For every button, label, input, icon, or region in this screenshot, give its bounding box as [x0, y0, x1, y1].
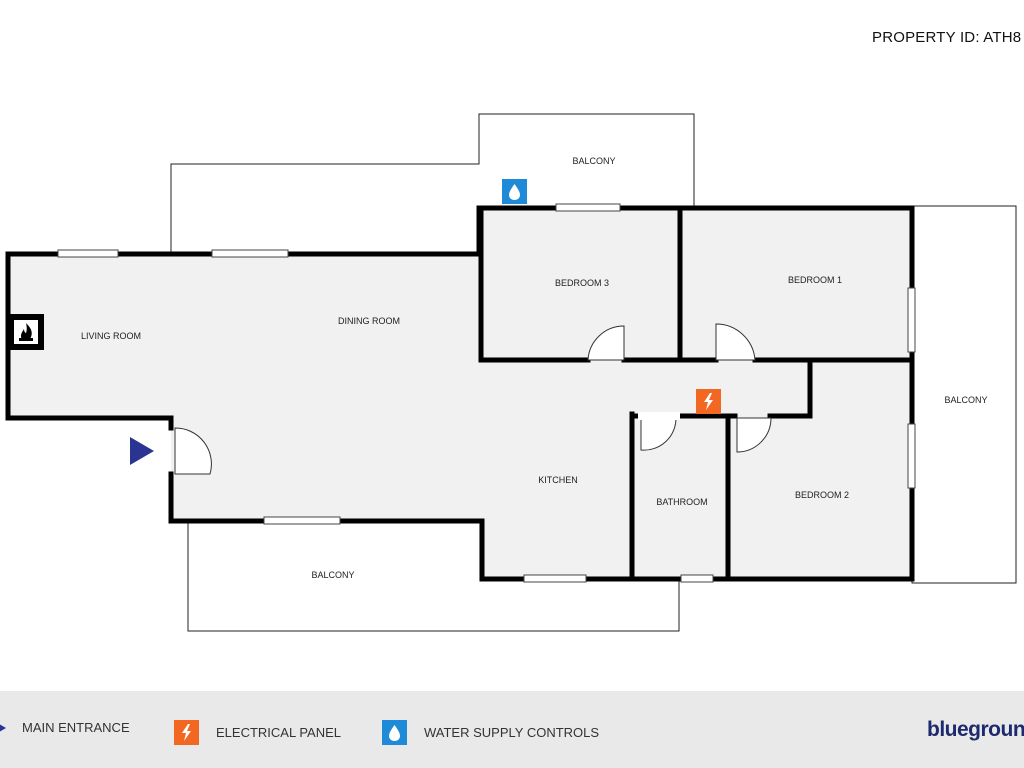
entrance-door	[174, 427, 212, 475]
label-bedroom-1: BEDROOM 1	[788, 275, 842, 285]
bedroom-3-door	[587, 325, 625, 361]
label-bedroom-2: BEDROOM 2	[795, 490, 849, 500]
water-drop-icon	[502, 179, 527, 204]
bedroom-1-door	[715, 323, 756, 361]
balcony-top-outline	[170, 113, 695, 253]
brand-logo: bluegroun	[927, 718, 1024, 741]
bathroom-door	[640, 417, 677, 451]
legend-bar: MAIN ENTRANCE ELECTRICAL PANEL WATER SUP…	[0, 691, 1024, 768]
property-id: PROPERTY ID: ATH8	[872, 29, 1022, 46]
balcony-right-outline	[911, 205, 1017, 584]
legend-main-entrance: MAIN ENTRANCE	[0, 720, 130, 735]
windows	[57, 203, 916, 583]
hall-opening	[638, 412, 680, 420]
label-bathroom: BATHROOM	[656, 497, 707, 507]
label-kitchen: KITCHEN	[538, 475, 578, 485]
floor-plan: BALCONY BEDROOM 3 BEDROOM 1 LIVING ROOM …	[5, 113, 1017, 632]
doors	[174, 323, 772, 475]
legend-electrical-panel-label: ELECTRICAL PANEL	[216, 725, 341, 740]
legend-electrical-panel: ELECTRICAL PANEL	[174, 720, 341, 745]
legend-water-supply-label: WATER SUPPLY CONTROLS	[424, 725, 600, 740]
walls	[5, 205, 915, 582]
label-balcony-top: BALCONY	[572, 156, 615, 166]
legend-main-entrance-label: MAIN ENTRANCE	[22, 720, 130, 735]
entrance-arrow-icon	[130, 437, 154, 465]
water-drop-icon	[382, 720, 407, 745]
floor-area	[8, 208, 912, 581]
entrance-arrow-icon	[0, 724, 6, 731]
label-balcony-right: BALCONY	[944, 395, 987, 405]
lightning-icon	[696, 389, 721, 414]
label-dining-room: DINING ROOM	[338, 316, 400, 326]
bedroom-2-door	[736, 417, 772, 453]
label-balcony-bottom: BALCONY	[311, 570, 354, 580]
fireplace-icon	[8, 314, 44, 350]
label-living-room: LIVING ROOM	[81, 331, 141, 341]
legend-water-supply: WATER SUPPLY CONTROLS	[382, 720, 599, 745]
label-bedroom-3: BEDROOM 3	[555, 278, 609, 288]
balcony-bottom-outline	[187, 521, 680, 632]
lightning-icon	[174, 720, 199, 745]
